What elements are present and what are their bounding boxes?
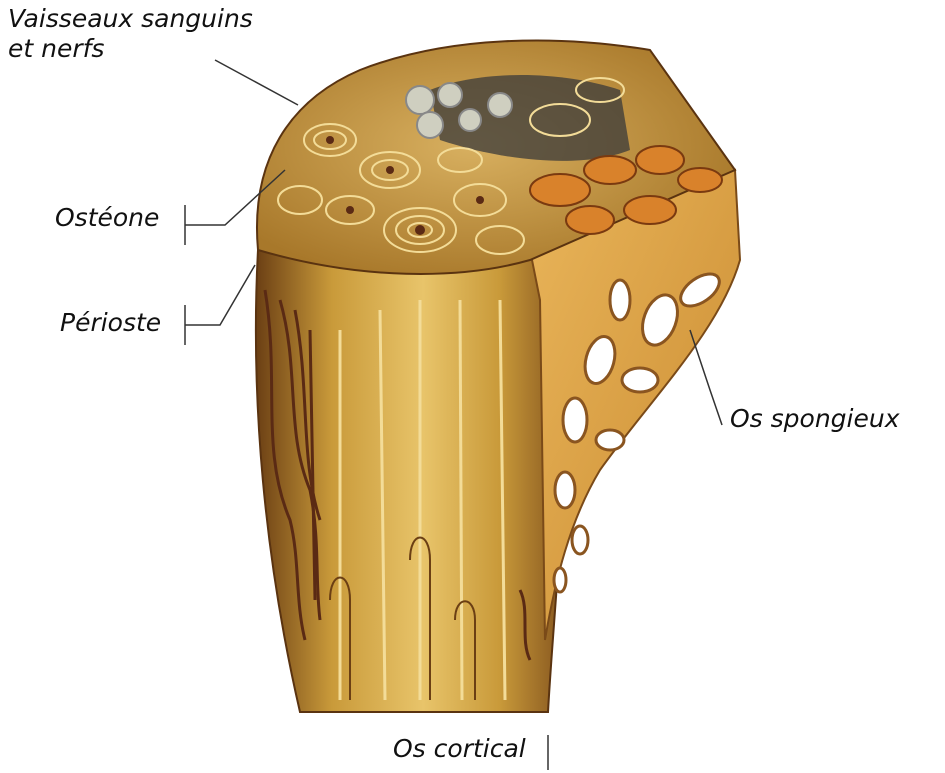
- label-osteone: Ostéone: [55, 203, 159, 233]
- label-vessels-nerves: Vaisseaux sanguins et nerfs: [8, 4, 253, 64]
- label-os-cortical: Os cortical: [393, 734, 526, 764]
- label-perioste: Périoste: [60, 308, 161, 338]
- label-os-spongieux: Os spongieux: [730, 404, 900, 434]
- label-vessels-line2: et nerfs: [8, 34, 253, 64]
- label-vessels-line1: Vaisseaux sanguins: [8, 4, 253, 34]
- cortical-shaft: [256, 250, 560, 712]
